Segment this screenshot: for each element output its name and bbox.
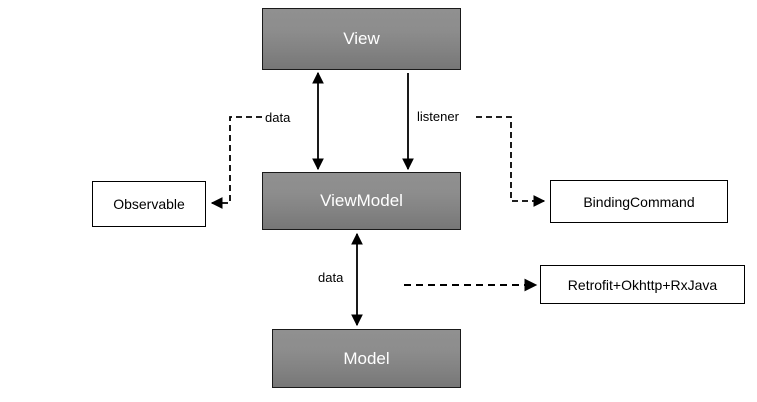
node-viewmodel-label: ViewModel (320, 191, 403, 210)
node-model[interactable]: Model (272, 329, 461, 388)
edge-label-listener: listener (415, 109, 461, 125)
node-observable[interactable]: Observable (92, 181, 206, 227)
node-viewmodel[interactable]: ViewModel (262, 172, 461, 230)
node-model-label: Model (343, 348, 390, 368)
connector-viewmodel-observable-data (210, 116, 262, 209)
edge-label-data-top: data (263, 110, 293, 126)
node-view-label: View (343, 29, 380, 48)
node-observable-label: Observable (113, 196, 185, 212)
node-bindingcommand-label: BindingCommand (583, 193, 695, 210)
node-network[interactable]: Retrofit+Okhttp+RxJava (540, 265, 745, 304)
node-bindingcommand[interactable]: BindingCommand (550, 180, 728, 223)
edge-label-data-bottom: data (316, 270, 346, 286)
connector-viewmodel-bindingcommand-listener (476, 116, 546, 207)
node-view[interactable]: View (262, 8, 461, 70)
node-network-label: Retrofit+Okhttp+RxJava (567, 276, 718, 293)
